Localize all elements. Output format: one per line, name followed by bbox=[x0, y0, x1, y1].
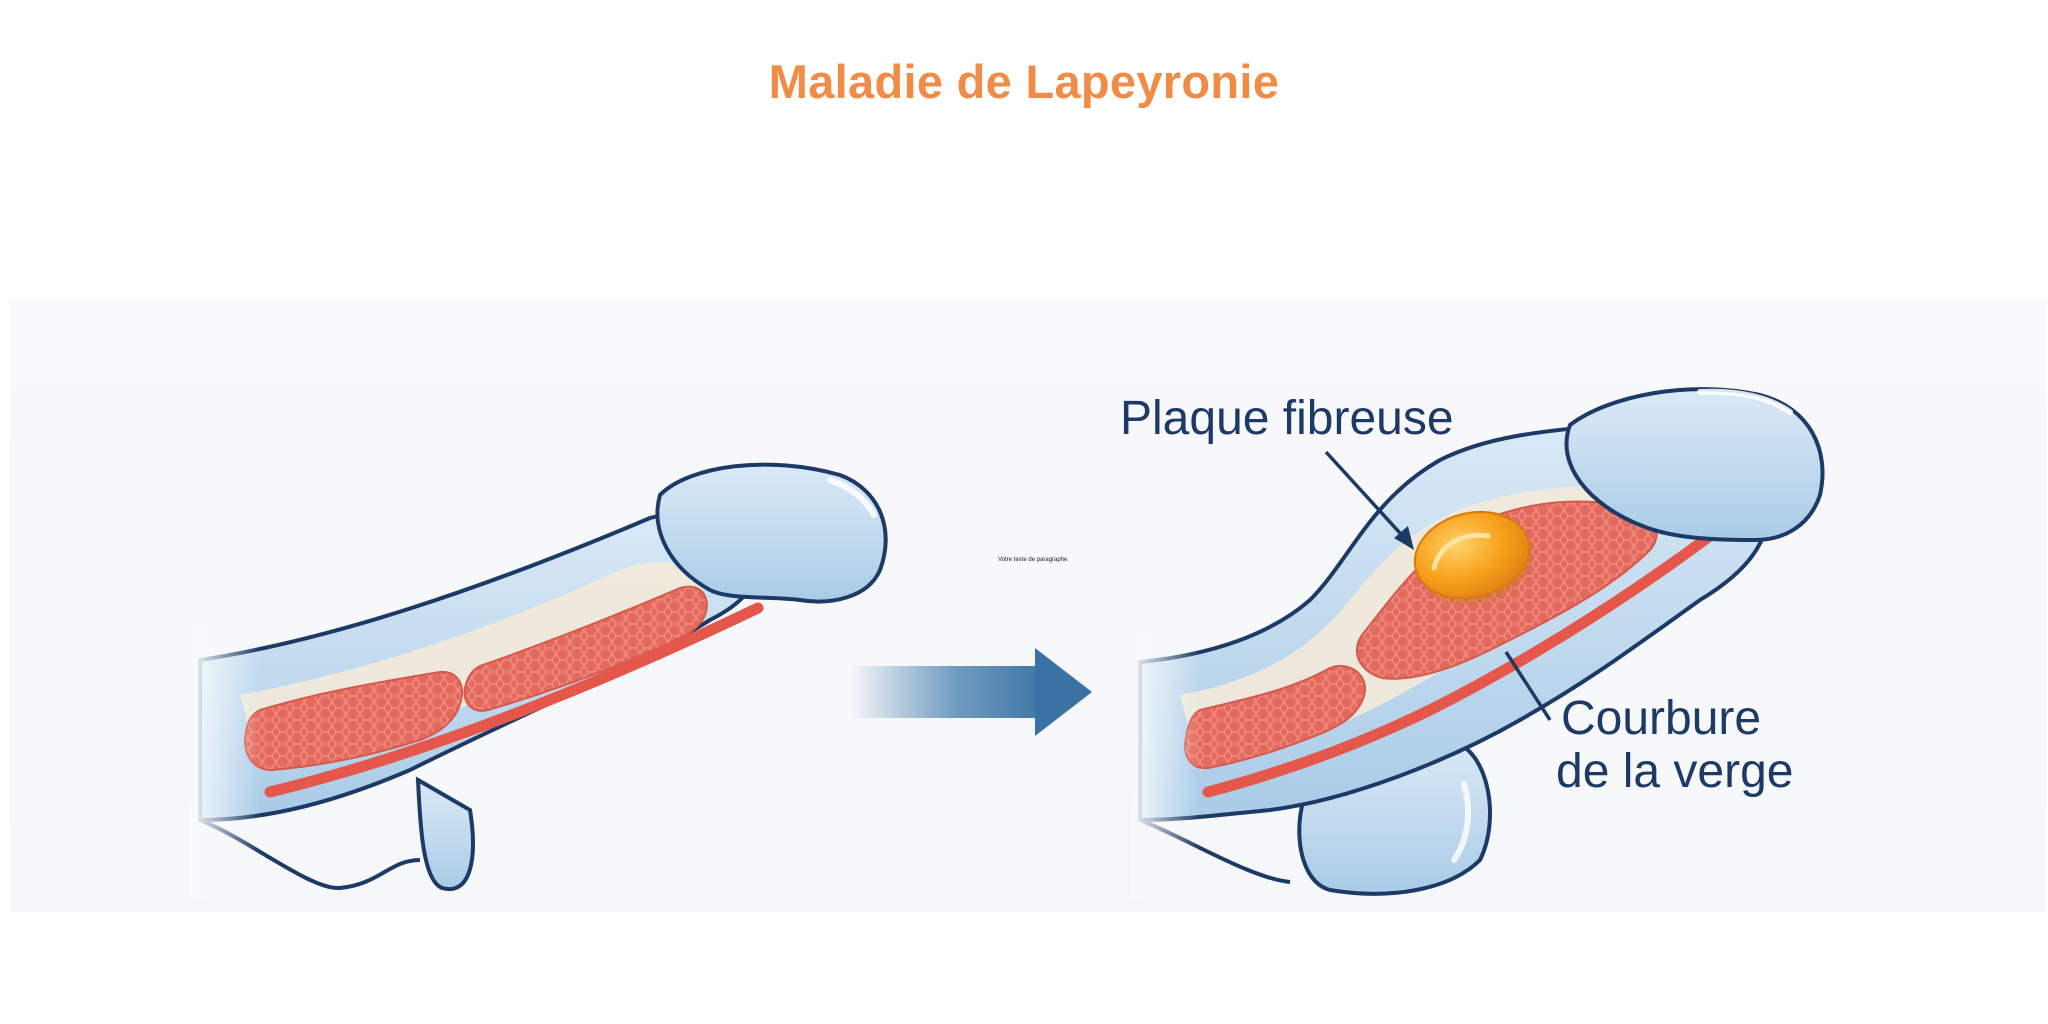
curvature-pointer-line bbox=[1504, 651, 1552, 721]
normal-penis-illustration bbox=[190, 462, 888, 900]
illustration-svg: Plaque fibreuse Courbure de la verge bbox=[10, 300, 2046, 912]
curvature-label-line2: de la verge bbox=[1556, 745, 1794, 798]
plaque-label: Plaque fibreuse bbox=[1120, 392, 1454, 445]
curvature-label-line1: Courbure bbox=[1561, 692, 1761, 745]
fibrous-plaque-icon bbox=[1413, 510, 1533, 606]
paragraph-placeholder-text[interactable]: Votre texte de paragraphe bbox=[998, 557, 1068, 563]
progression-arrow-icon bbox=[850, 648, 1092, 736]
page-title: Maladie de Lapeyronie bbox=[768, 55, 1280, 108]
illustration-panel: Plaque fibreuse Courbure de la verge bbox=[10, 300, 2046, 912]
curved-penis-illustration: Plaque fibreuse Courbure de la verge bbox=[1120, 387, 1825, 900]
plaque-pointer-arrow bbox=[1324, 450, 1414, 550]
